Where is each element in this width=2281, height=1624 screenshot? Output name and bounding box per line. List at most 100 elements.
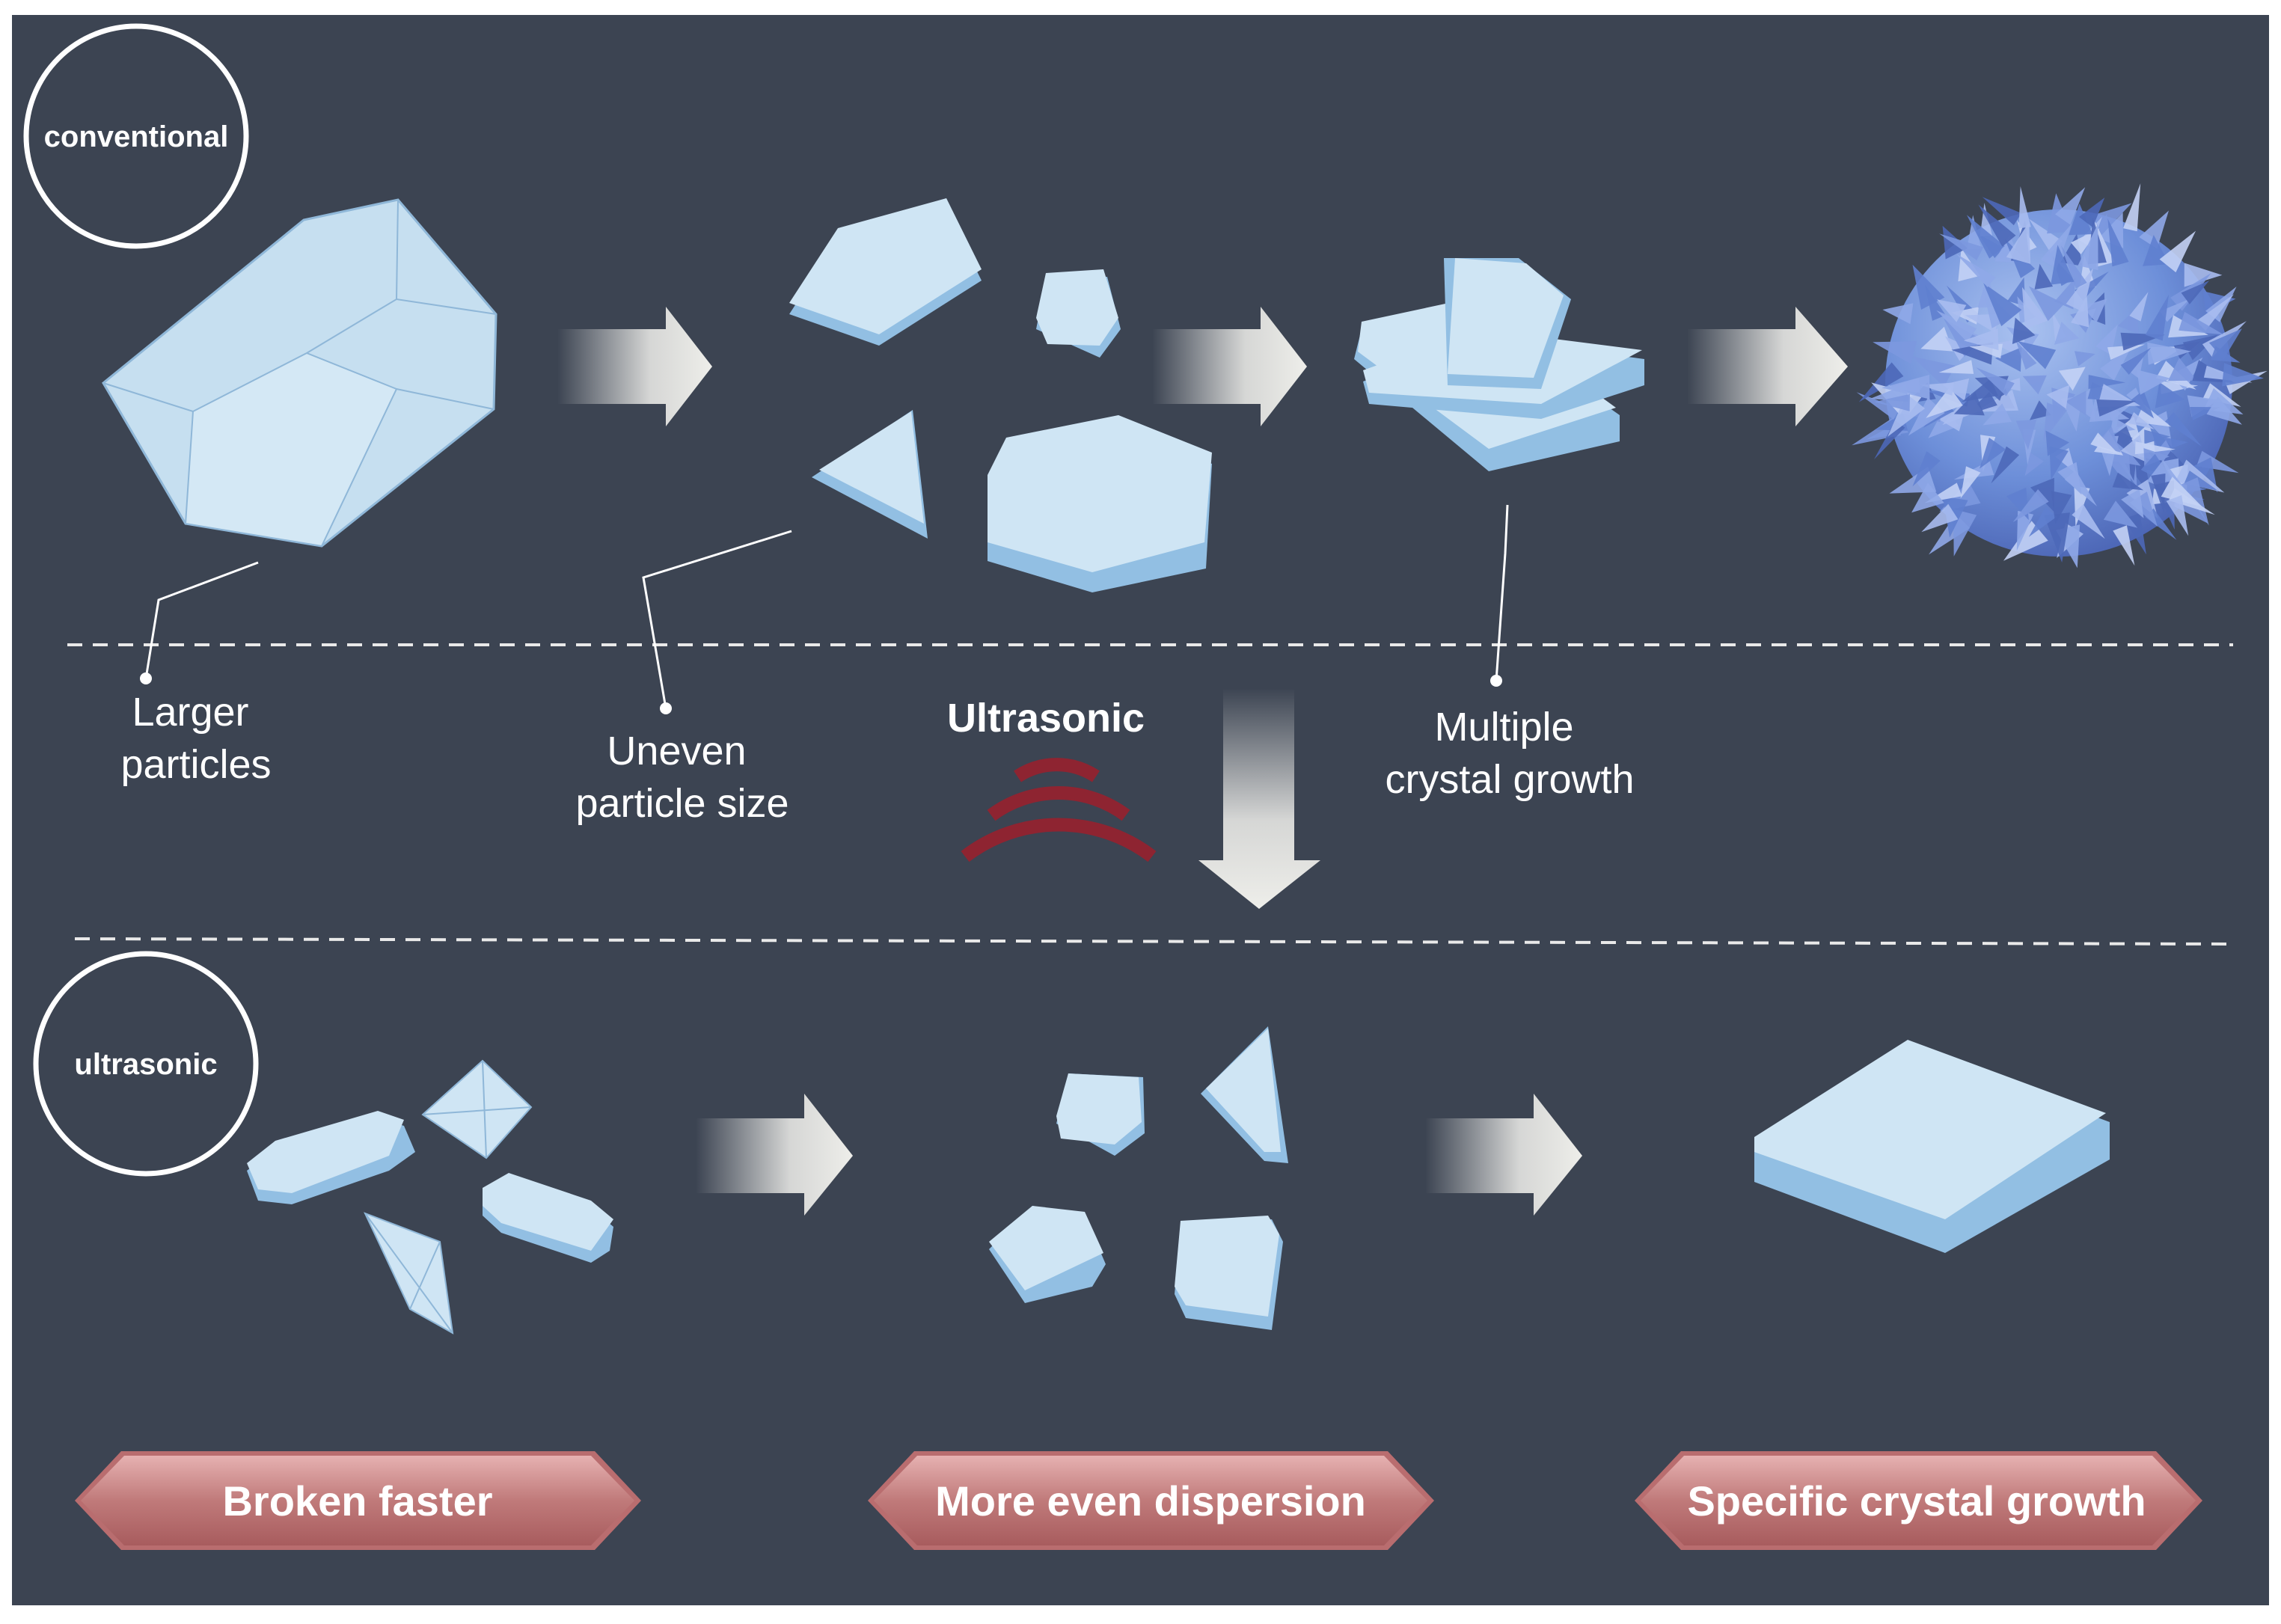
sphere-spikes [1852,183,2268,569]
sphere-spike [2040,223,2072,269]
sphere-spike [1858,362,1904,402]
caption-larger-line1: Larger [132,690,248,735]
sphere-spike [2022,375,2047,395]
leader-dot-multiple [1490,675,1502,687]
process-arrow-5 [1425,1094,1582,1216]
sphere-spike [1873,341,1917,364]
caption-larger-line2: particles [120,742,271,787]
sphere-spike [1886,378,1920,393]
sphere-spike [2043,402,2067,441]
banner-even-dispersion-label: More even dispersion [935,1477,1366,1525]
even-fragment-4 [1175,1216,1283,1330]
sphere-spike [2202,383,2241,407]
sphere-spike [2090,432,2119,454]
sphere-spike [2137,370,2170,395]
sphere-spike [2051,245,2075,285]
even-fragment-3 [989,1206,1106,1303]
leader-dot-uneven [660,702,672,714]
crystal-cluster-sphere [1852,183,2268,569]
even-fragment-1 [1056,1073,1145,1156]
sphere-spike [2007,277,2026,307]
sphere-spike [2100,345,2133,381]
sphere-spike [2015,419,2037,450]
fragment-small-square [1036,269,1121,358]
process-arrow-4 [696,1094,853,1216]
sphere-spike [2110,417,2136,434]
fragment-rod-2 [483,1173,613,1263]
sphere-spike [1887,393,1926,437]
fragment-octahedron-2 [364,1212,454,1335]
sphere-spike [1873,393,1910,411]
sphere-spike [1983,283,2022,327]
badge-conventional-label: conventional [44,120,229,153]
sphere-spike [1960,466,1981,499]
sphere-spike [2175,459,2225,493]
sphere-spike [2012,317,2036,344]
separator-bottom [74,937,2234,946]
sphere-spike [2051,491,2072,524]
sphere-spike [2145,294,2170,341]
sphere-spike [2044,512,2070,563]
sphere-spike [2166,495,2189,536]
sphere-spike [2016,510,2034,551]
sphere-spike [2107,218,2129,267]
sphere-spike [2096,399,2137,417]
sphere-spike [1982,197,2021,226]
sphere-spike [2211,346,2241,363]
sphere-spike [2179,311,2224,335]
sphere-spike [1980,203,1993,236]
sphere-spike [1912,451,1941,487]
sphere-spike [2058,367,2086,391]
sphere-spike [1967,215,1982,250]
fragment-hexagon [988,415,1212,592]
sphere-spike [1976,367,2015,396]
sphere-spike [1966,215,2005,259]
sphere-spike [2024,453,2044,477]
sphere-spike [1956,254,1996,287]
sphere-spike [2128,412,2155,429]
sphere-spike [2160,298,2190,322]
sphere-spike [2196,294,2235,331]
sphere-spike [2045,430,2069,456]
process-arrow-2 [1152,307,1307,426]
ultrasonic-title: Ultrasonic [947,696,1145,741]
sphere-spike [2029,400,2051,420]
sphere-spike [2169,488,2215,515]
sound-wave-icon [961,758,1157,862]
sphere-spike [2088,375,2126,389]
sphere-spike [1939,233,1984,260]
sphere-spike [1963,328,1999,351]
sphere-spike [2206,396,2242,425]
down-arrow [1198,688,1320,909]
sphere-spike [2128,390,2155,419]
leader-dot-larger [140,672,152,684]
sphere-spike [2181,281,2210,304]
sphere-spike [2168,358,2197,382]
sphere-spike [2017,340,2057,370]
sphere-spike [1936,310,1977,343]
fragment-triangle [812,410,928,539]
sphere-spike [2078,224,2098,271]
sphere-spike [1926,387,1963,418]
sphere-spike [2121,488,2144,518]
sphere-spike [2028,506,2057,537]
sphere-spike [2103,500,2138,528]
sphere-spike [2159,230,2196,273]
sphere-spike [2021,287,2048,330]
sphere-spike [1911,482,1944,513]
sphere-spike [2012,489,2049,522]
leader-lines [144,504,1509,709]
sphere-spike [2055,187,2086,225]
sphere-spike [2120,435,2147,462]
sphere-spike [2028,286,2065,322]
sphere-spike [1874,420,1905,460]
sphere-spike [1920,326,1953,352]
sphere-spike [2081,298,2107,323]
sphere-spike [2034,263,2054,289]
sphere-spike [2139,210,2169,249]
fragment-rod-1 [247,1111,415,1204]
banner-specific-growth-label: Specific crystal growth [1687,1477,2146,1525]
caption-multiple-line1: Multiple [1434,705,1573,750]
sphere-spike [1983,403,2012,426]
